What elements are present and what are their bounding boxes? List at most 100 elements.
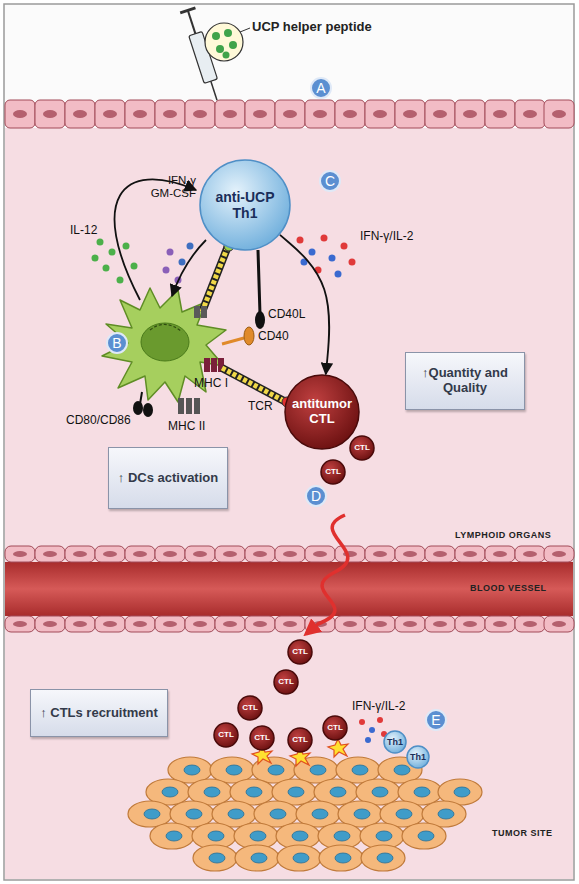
molecule-label: MHC I [194, 377, 228, 391]
blood-vessel [425, 546, 455, 562]
cytokine-dots [309, 249, 316, 256]
blood-vessel [275, 616, 305, 632]
activation-arrow [280, 235, 329, 374]
receptor-molecules [202, 246, 228, 312]
node-text: CTL [292, 735, 308, 744]
molecule-label: CD40L [268, 308, 305, 322]
epithelium [395, 100, 425, 128]
tumor-mass [193, 845, 237, 871]
cytokine-dots [123, 243, 130, 250]
cytokine-dots [297, 237, 304, 244]
cytokine-dots [365, 737, 371, 743]
ctl-cell: CTL [322, 715, 348, 741]
ctl-cell: CTL [237, 695, 263, 721]
frame [4, 4, 574, 880]
cytokine-dots [97, 239, 104, 246]
blood-vessel [515, 616, 545, 632]
cytokine-label: IFN-γ/IL-2 [360, 230, 413, 244]
syringe [205, 23, 243, 61]
frame [4, 4, 574, 880]
node-text: ↑ CTLs recruitment [40, 706, 158, 721]
migration-arrow [306, 515, 348, 634]
blood-vessel [155, 616, 185, 632]
callout-letter: C [319, 170, 341, 192]
blood-vessel [425, 616, 455, 632]
epithelium [95, 100, 125, 128]
cytokine-dots [315, 267, 322, 274]
region-label: TUMOR SITE [492, 828, 553, 838]
cytokine-dots [321, 235, 328, 242]
blood-vessel [305, 546, 335, 562]
node-text: CTL [354, 443, 370, 452]
receptor-molecules [133, 401, 143, 415]
blood-vessel [35, 616, 65, 632]
frame [5, 128, 573, 879]
cell-outline [321, 460, 345, 484]
epithelium [185, 100, 215, 128]
epithelium [305, 100, 335, 128]
blood-vessel [544, 546, 574, 562]
receptor-molecules [211, 358, 217, 372]
cytokine-dots [187, 243, 194, 250]
syringe [216, 45, 224, 53]
receptor-molecules [258, 250, 260, 314]
blood-vessel [185, 546, 215, 562]
node-text: CTL [278, 677, 294, 686]
cell-outline [384, 731, 406, 753]
blood-vessel [5, 546, 35, 562]
blood-vessel [485, 616, 515, 632]
blood-vessel [485, 546, 515, 562]
cytokine-dots [341, 243, 348, 250]
th1-cell: anti-UCP Th1 [199, 159, 291, 251]
node-text: Th1 [387, 737, 403, 747]
blood-vessel [125, 546, 155, 562]
syringe [188, 11, 196, 36]
receptor-molecules [178, 398, 184, 414]
cytokine-dots [359, 719, 365, 725]
tumor-mass [319, 845, 363, 871]
cell-outline [250, 726, 274, 750]
cytokine-dots [349, 259, 356, 266]
blood-vessel [455, 616, 485, 632]
epithelium [215, 100, 245, 128]
region-label: LYMPHOID ORGANS [455, 530, 551, 540]
syringe [224, 29, 232, 37]
blood-vessel [245, 546, 275, 562]
tumor-mass [128, 757, 482, 871]
tumor-mass [361, 845, 405, 871]
syringe [240, 28, 250, 32]
callout-letter: D [305, 485, 327, 507]
epithelium [245, 100, 275, 128]
cytokine-dots [167, 249, 174, 256]
receptor-molecules [222, 338, 244, 344]
blood-vessel [335, 546, 365, 562]
cytokine-dots [117, 277, 124, 284]
ctl-cell: CTL [320, 459, 346, 485]
receptor-molecules [194, 398, 200, 414]
th1-cell: Th1 [383, 730, 407, 754]
syringe [211, 81, 217, 100]
node-text: CTL [292, 647, 308, 656]
syringe [212, 32, 220, 40]
epithelium [544, 100, 574, 128]
migration-arrow [306, 515, 348, 634]
blood-vessel [515, 546, 545, 562]
region-label: BLOOD VESSEL [470, 583, 547, 593]
cell-outline [288, 640, 312, 664]
blood-vessel [395, 616, 425, 632]
cell-outline [288, 728, 312, 752]
cytokine-dots [92, 235, 388, 744]
callout-letter: A [310, 77, 332, 99]
cell-outline [214, 723, 238, 747]
blood-vessel [155, 546, 185, 562]
node-text: antitumor CTL [290, 397, 354, 427]
molecule-label: CD40 [258, 330, 289, 344]
cytokine-label: IL-12 [70, 224, 97, 238]
signal-arrows [172, 240, 206, 296]
blood-vessel [245, 616, 275, 632]
cytokine-dots [163, 267, 170, 274]
molecule-label: TCR [248, 400, 273, 414]
cytokine-dots [103, 265, 110, 272]
receptor-molecules [194, 306, 200, 318]
